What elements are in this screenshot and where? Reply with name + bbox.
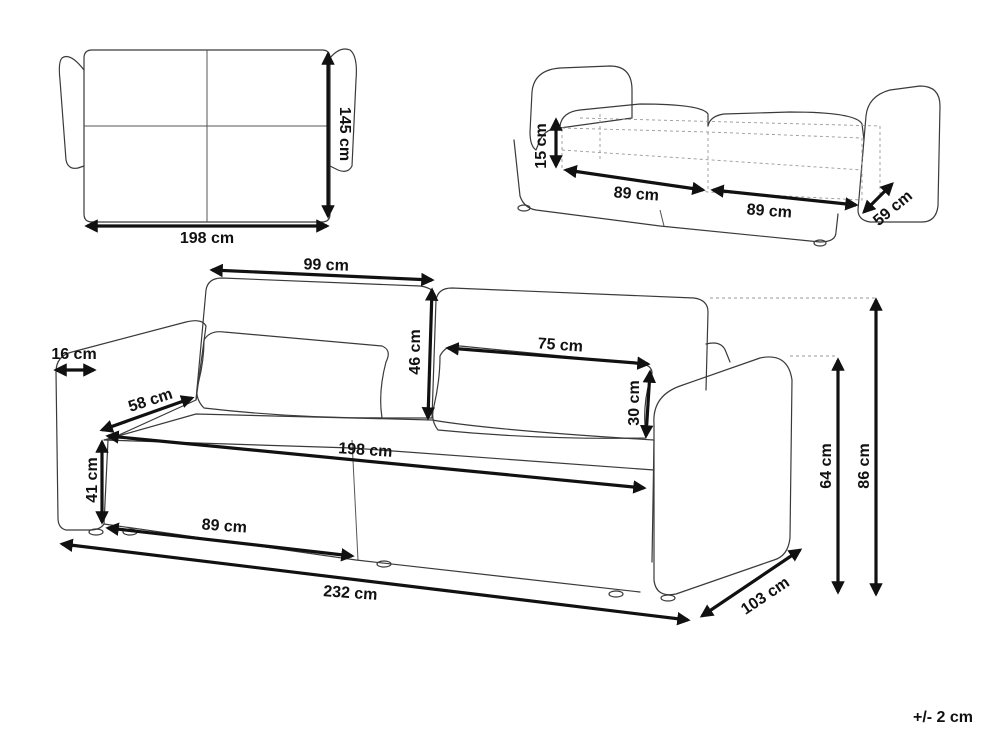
bed-seat-left-label: 89 cm	[613, 184, 659, 204]
bed-seat-right-label: 89 cm	[746, 201, 792, 221]
total-depth-label: 103 cm	[738, 574, 792, 618]
bed-view: 15 cm 89 cm 89 cm 59 cm	[513, 65, 941, 247]
cushion-width-label: 89 cm	[201, 516, 247, 536]
top-view-depth-label: 145 cm	[336, 107, 353, 161]
bed-depth-label: 59 cm	[870, 187, 916, 229]
pillow-height-label: 30 cm	[626, 380, 643, 425]
total-width-label: 232 cm	[323, 583, 378, 604]
pillow-width-label: 75 cm	[537, 335, 583, 355]
seat-width-label: 198 cm	[338, 440, 393, 461]
main-view: 99 cm 46 cm 75 cm 30 cm 16 cm 58 cm 198 …	[51, 256, 883, 626]
seat-height-label: 41 cm	[84, 457, 101, 502]
top-view-width-label: 198 cm	[180, 230, 234, 247]
bed-height-label: 15 cm	[533, 123, 550, 168]
arm-height-label: 64 cm	[818, 443, 835, 488]
backrest-width-label: 99 cm	[303, 256, 349, 275]
top-view: 198 cm 145 cm	[58, 48, 357, 247]
tolerance-note: +/- 2 cm	[912, 709, 973, 726]
total-height-label: 86 cm	[856, 443, 873, 488]
arm-width-label: 16 cm	[51, 346, 96, 363]
backrest-height-label: 46 cm	[407, 329, 424, 374]
